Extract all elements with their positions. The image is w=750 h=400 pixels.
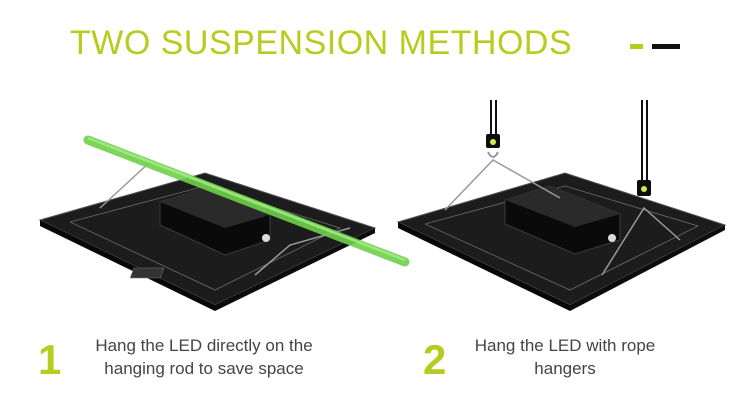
method-text-line: Hang the LED directly on the xyxy=(95,336,313,355)
hanging-wire xyxy=(601,206,681,276)
method-description: Hang the LED with rope hangers xyxy=(460,334,670,380)
method-number: 1 xyxy=(38,336,62,383)
method-number: 2 xyxy=(423,336,447,383)
method-text-line: hanging rod to save space xyxy=(104,359,304,378)
method-text-line: Hang the LED with rope xyxy=(474,336,656,355)
method-description: Hang the LED directly on the hanging rod… xyxy=(84,334,324,380)
hanging-wire xyxy=(444,159,561,211)
led-panel-on-rope-hangers-image xyxy=(396,100,727,311)
led-panel-on-rod-image xyxy=(38,135,410,311)
accent-bar-green xyxy=(630,44,643,49)
page-title: TWO SUSPENSION METHODS xyxy=(70,24,573,62)
hanging-rod xyxy=(83,135,410,267)
accent-bar-black xyxy=(652,44,680,49)
method-text-line: hangers xyxy=(534,359,596,378)
